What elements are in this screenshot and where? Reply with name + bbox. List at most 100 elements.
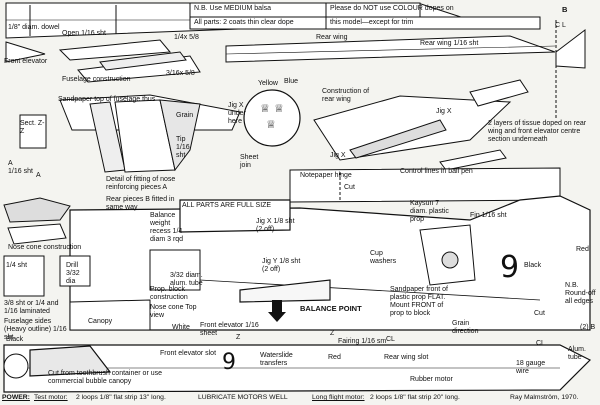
label-cl-2: CL bbox=[536, 340, 545, 347]
numeral-nine-fuselage: 9 bbox=[222, 350, 236, 375]
label-a-sht: 1/16 sht bbox=[8, 168, 33, 175]
label-balance-point: BALANCE POINT bbox=[300, 304, 362, 313]
label-red: Red bbox=[576, 246, 589, 253]
label-sheet-join: Sheet join bbox=[240, 154, 259, 169]
label-nose-cone-top: Nose cone Top view bbox=[150, 304, 197, 319]
label-cup-washers: Cup washers bbox=[370, 250, 397, 265]
label-rubber-motor: Rubber motor bbox=[410, 376, 453, 383]
note-colour-2: this model—except for trim bbox=[330, 19, 414, 26]
bottom-roundel bbox=[3, 353, 29, 379]
svg-text:♕: ♕ bbox=[274, 102, 284, 115]
footer-credit: Ray Malmström, 1970. bbox=[510, 394, 579, 401]
label-front-elevator: Front elevator bbox=[4, 58, 48, 65]
label-sht-quarter: 1/4 sht bbox=[6, 262, 28, 269]
label-fairing: Fairing 1/16 sm bbox=[338, 338, 387, 345]
svg-text:♕: ♕ bbox=[260, 102, 270, 115]
fuselage-construction-sketch bbox=[58, 39, 201, 83]
rear-wing-plan bbox=[225, 20, 586, 120]
label-alum-tube: Alum. tube bbox=[568, 346, 586, 361]
label-z-mark-2: Z bbox=[236, 334, 241, 341]
corner-label-c: C bbox=[555, 22, 561, 29]
label-a: A bbox=[8, 160, 13, 167]
label-nose-cone: Nose cone construction bbox=[8, 244, 82, 251]
label-balsa-quarter: 1/4x 5/8 bbox=[174, 34, 199, 41]
label-fuselage-construction: Fuselage construction bbox=[62, 76, 131, 83]
front-elevator-plan bbox=[5, 41, 46, 63]
label-open-sht: Open 1/16 sht bbox=[62, 30, 106, 37]
label-jig-x: Jig X bbox=[436, 108, 452, 115]
corner-label-l: L bbox=[562, 22, 566, 29]
label-waterslide: Waterslide transfers bbox=[260, 352, 293, 367]
label-fuselage-sides: Fuselage sides (Heavy outline) 1/16 sht bbox=[4, 318, 67, 341]
label-rear-wing-sht: Rear wing 1/16 sht bbox=[420, 40, 479, 47]
label-black-2: Black bbox=[524, 262, 542, 269]
label-front-elevator-sht: Front elevator 1/16 sheet bbox=[200, 322, 259, 337]
label-construction-rear-wing: Construction of rear wing bbox=[322, 88, 370, 103]
label-kaysun: Kaysun 7 diam. plastic prop bbox=[410, 200, 449, 223]
footer-power: POWER: bbox=[2, 394, 30, 401]
label-jig-y: Jig Y 1/8 sht (2 off) bbox=[262, 258, 301, 273]
label-two-layers: 2 layers of tissue doped on rear wing an… bbox=[488, 120, 587, 143]
label-jig-x-2: Jig X bbox=[330, 152, 346, 159]
label-blue: Blue bbox=[284, 78, 299, 85]
footer-power-spec: POWER: Test motor: 2 loops 1/8" flat str… bbox=[0, 394, 600, 404]
label-z-mark: Z bbox=[330, 330, 335, 337]
label-balance-weight: Balance weight recess 1/4 diam 3 rqd bbox=[150, 212, 184, 243]
label-detail-nose: Detail of fitting of nose reinforcing pi… bbox=[106, 176, 176, 191]
corner-label-b: B bbox=[562, 5, 568, 14]
propeller-mount bbox=[419, 224, 476, 286]
label-grain: Grain bbox=[176, 112, 194, 119]
label-fin: Fin 1/16 sht bbox=[470, 212, 507, 219]
label-sandpaper-top: Sandpaper top of fuselage thus bbox=[58, 96, 156, 103]
label-sht-options: 3/8 sht or 1/4 and 1/16 laminated bbox=[4, 300, 59, 315]
label-jig-x-under: Jig X under here bbox=[228, 102, 246, 125]
balance-point-arrow bbox=[268, 300, 286, 322]
label-notepaper-hinge: Notepaper hinge bbox=[300, 172, 352, 179]
label-drill: Drill 3/32 dia bbox=[66, 262, 80, 285]
note-dope: All parts: 2 coats thin clear dope bbox=[194, 19, 294, 26]
label-sect-zz: Sect. Z-Z bbox=[20, 120, 45, 135]
label-rear-wing-slot: Rear wing slot bbox=[384, 354, 429, 361]
label-canopy: Canopy bbox=[88, 318, 113, 325]
label-red-fuse: Red bbox=[328, 354, 341, 361]
label-front-elevator-slot: Front elevator slot bbox=[160, 350, 217, 357]
nose-detail-drawing bbox=[19, 94, 241, 173]
label-tip-sht: Tip 1/16 sht bbox=[176, 136, 190, 159]
label-two-b: (2) B bbox=[580, 324, 596, 331]
label-cl: CL bbox=[386, 336, 395, 343]
label-balsa-3-16: 3/16x 5/8 bbox=[166, 70, 195, 77]
footer-test-motor: Test motor: bbox=[34, 394, 68, 401]
label-gauge-wire: 18 gauge wire bbox=[516, 360, 546, 375]
label-prop-block: Prop. block construction bbox=[150, 286, 188, 301]
note-balsa: N.B. Use MEDIUM balsa bbox=[194, 5, 272, 12]
label-parts-full-size: ALL PARTS ARE FULL SIZE bbox=[182, 202, 272, 209]
label-control-lines: Control lines in ball pen bbox=[400, 168, 473, 175]
label-white: White bbox=[172, 324, 190, 331]
label-rear-pieces: Rear pieces B fitted in same way bbox=[106, 196, 175, 211]
label-dowel: 1/8" diam. dowel bbox=[8, 24, 60, 31]
rear-wing-construction bbox=[313, 79, 529, 171]
label-a-2: A bbox=[36, 172, 41, 179]
note-colour-1: Please do NOT use COLOUR dopes on bbox=[330, 5, 454, 12]
footer-test-motor-spec: 2 loops 1/8" flat strip 13" long. bbox=[76, 394, 166, 401]
label-dia-tube: 3/32 diam. alum. tube bbox=[170, 272, 203, 287]
footer-long-flight: Long flight motor: bbox=[312, 394, 365, 401]
label-cut: Cut bbox=[344, 184, 355, 191]
footer-lubricate: LUBRICATE MOTORS WELL bbox=[198, 394, 288, 401]
label-sandpaper-front: Sandpaper front of plastic prop FLAT. Mo… bbox=[390, 286, 448, 317]
nose-cone-parts bbox=[3, 197, 201, 331]
bottom-fuselage-view bbox=[3, 344, 592, 393]
numeral-nine-fin: 9 bbox=[500, 250, 520, 285]
label-black: Black bbox=[6, 336, 24, 343]
footer-long-flight-spec: 2 loops 1/8" flat strip 20" long. bbox=[370, 394, 460, 401]
swedish-roundel: ♕ ♕ ♕ bbox=[243, 89, 301, 147]
label-grain-direction: Grain direction bbox=[452, 320, 479, 335]
svg-text:♕: ♕ bbox=[266, 118, 276, 131]
label-nb-round: N.B. Round-off all edges bbox=[565, 282, 596, 305]
label-rear-wing: Rear wing bbox=[316, 34, 348, 41]
label-cut-toothbrush: Cut from toothbrush container or use com… bbox=[48, 370, 163, 385]
label-jig-x-rq: Jig X 1/8 sht (2 off) bbox=[256, 218, 295, 233]
label-cut-2: Cut bbox=[534, 310, 545, 317]
